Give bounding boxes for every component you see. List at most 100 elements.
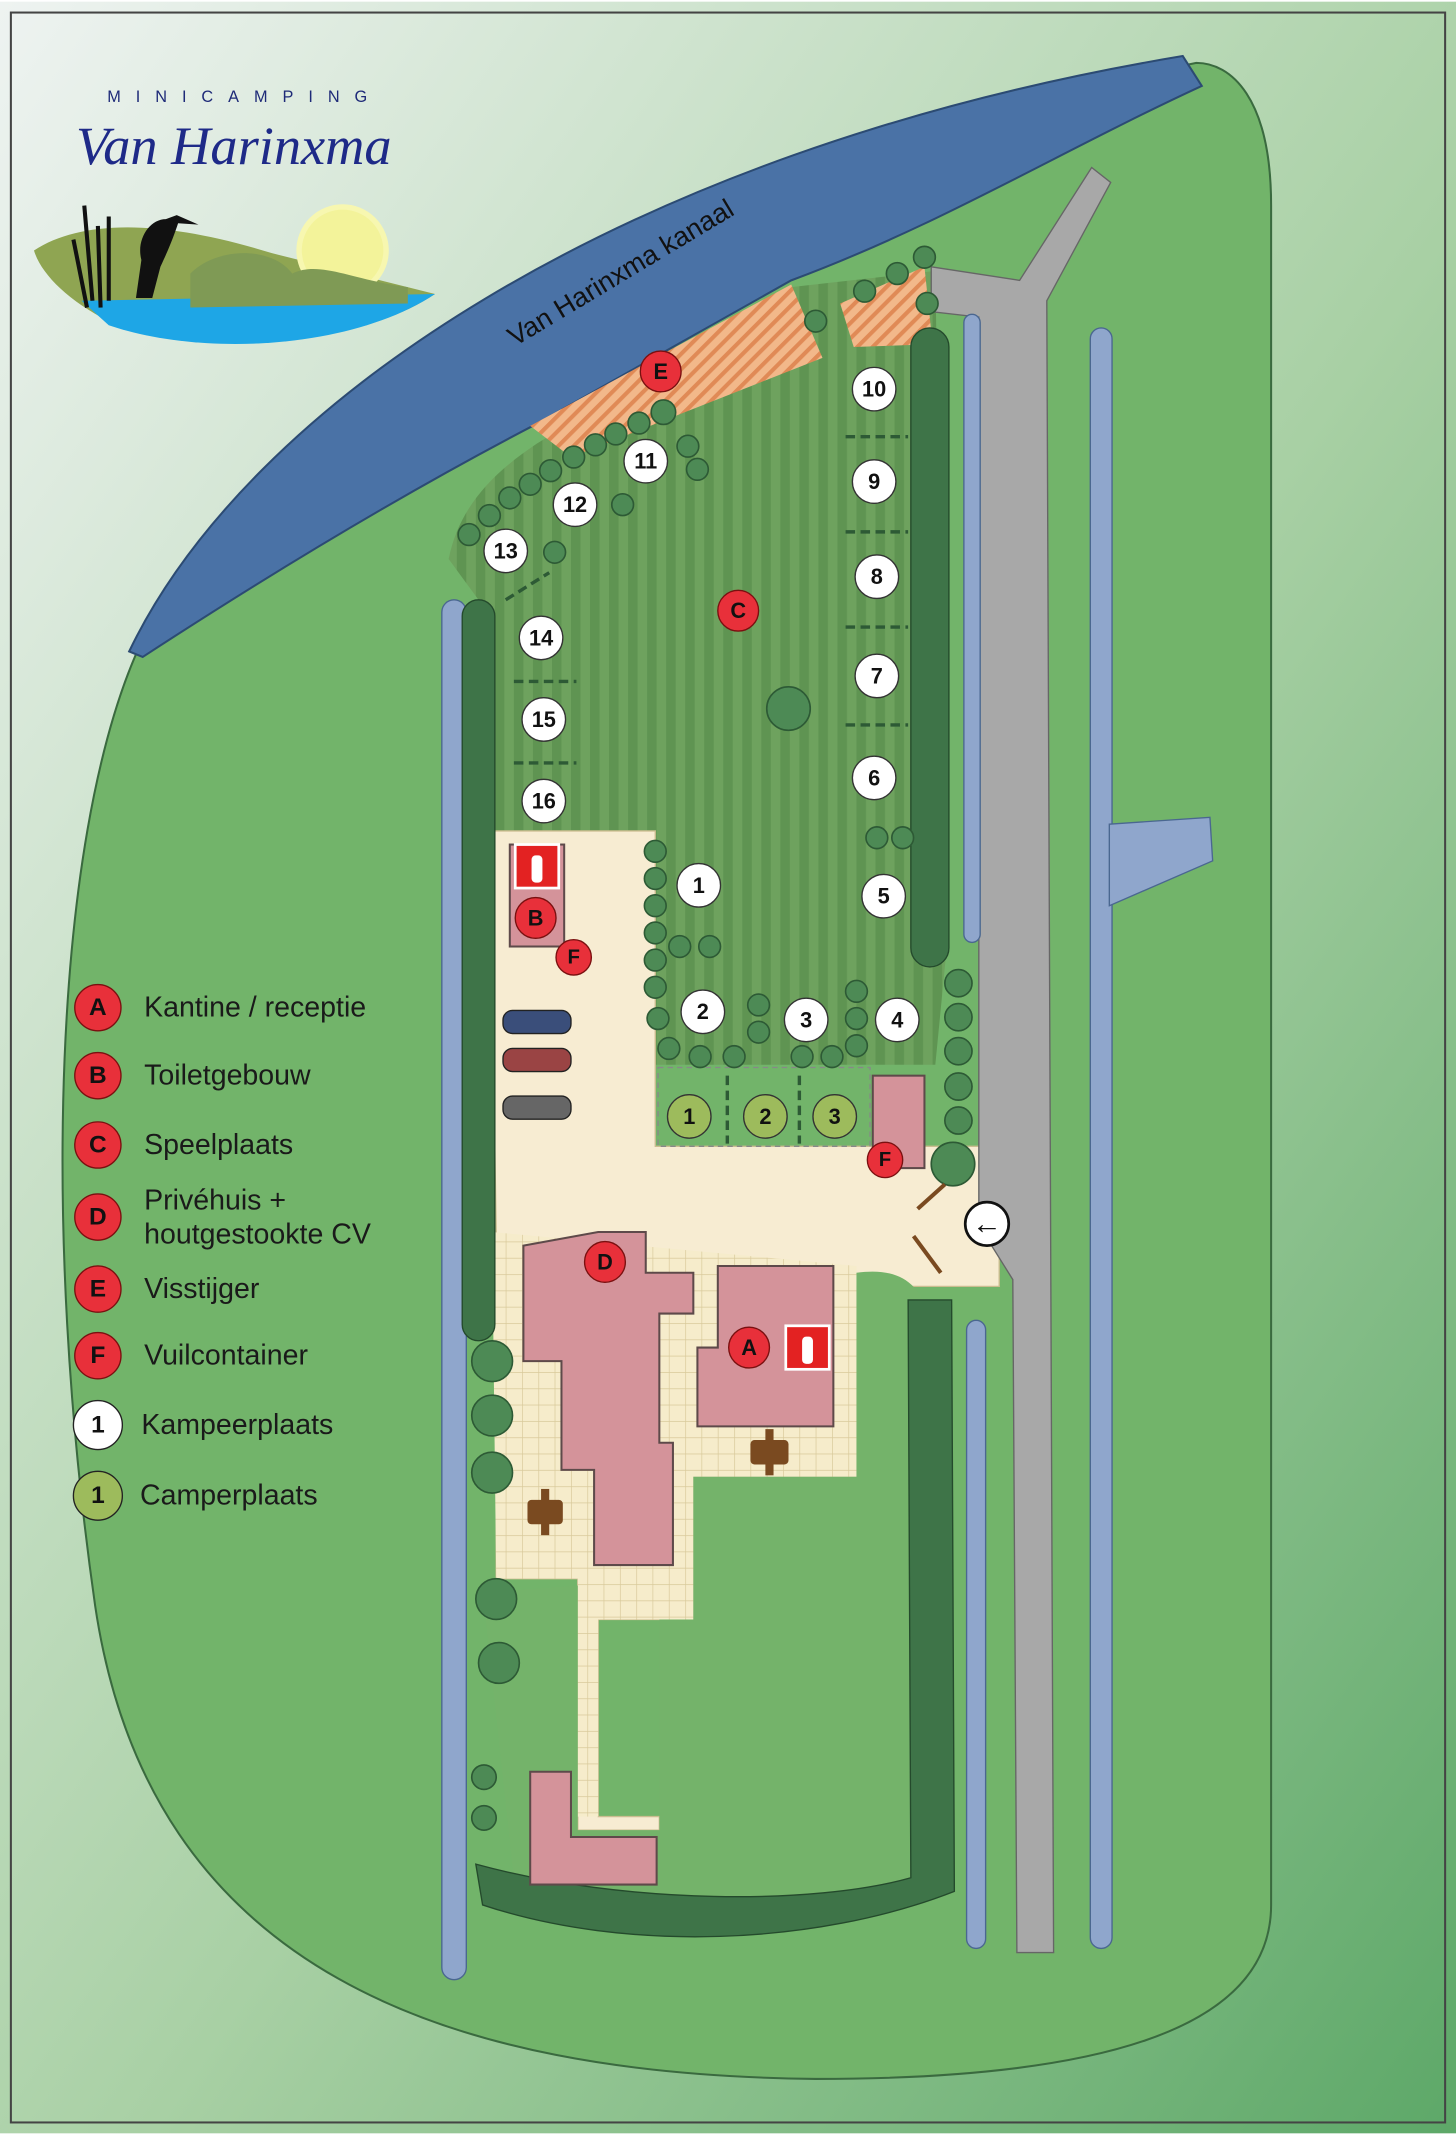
pitch-label: 10 — [862, 377, 886, 402]
camping-pitch[interactable]: 7 — [854, 653, 900, 699]
legend-key: B — [89, 1062, 107, 1089]
pitch-label: 11 — [634, 449, 657, 474]
camping-pitch[interactable]: 16 — [521, 778, 567, 824]
marker-label: A — [741, 1335, 757, 1360]
legend-item-c: C Speelplaats — [74, 1121, 293, 1169]
pitch-label: 3 — [800, 1007, 812, 1032]
legend-item-d: D Privéhuis +houtgestookte CV — [74, 1185, 371, 1251]
legend-label: Vuilcontainer — [144, 1340, 308, 1372]
canal — [127, 54, 1204, 659]
camper-pitch[interactable]: 2 — [742, 1094, 788, 1139]
marker-label: E — [653, 359, 668, 384]
marker-f[interactable]: F — [555, 939, 593, 976]
camping-pitch[interactable]: 1 — [676, 862, 722, 908]
fire-extinguisher-icon — [784, 1324, 831, 1371]
legend-key: D — [89, 1204, 107, 1231]
legend-label: houtgestookte CV — [144, 1219, 371, 1251]
picnic-table-icon — [527, 1488, 563, 1536]
pitch-label: 14 — [529, 625, 553, 650]
marker-d[interactable]: D — [583, 1240, 627, 1283]
pitch-separators — [504, 435, 909, 1144]
camping-pitch[interactable]: 4 — [874, 997, 920, 1043]
camper-pitch[interactable]: 1 — [666, 1094, 712, 1139]
picnic-table-icon — [750, 1429, 789, 1476]
pitch-label: 13 — [494, 538, 518, 563]
parked-cars — [502, 1009, 572, 1120]
hedge — [461, 599, 496, 1342]
pitch-label: 4 — [891, 1007, 903, 1032]
legend-label: Visstijger — [144, 1273, 260, 1305]
marker-c[interactable]: C — [717, 589, 760, 632]
logo-water — [81, 293, 436, 345]
ditch-branch — [1108, 816, 1214, 907]
pitch-label: 3 — [829, 1104, 841, 1129]
legend-key: F — [90, 1342, 105, 1369]
hatched-area — [840, 266, 933, 347]
camping-pitch[interactable]: 12 — [552, 482, 598, 528]
legend-label: Privéhuis + — [144, 1185, 286, 1217]
camping-pitch[interactable]: 8 — [854, 554, 900, 600]
logo-reeds — [71, 205, 111, 308]
marker-f[interactable]: F — [866, 1141, 904, 1179]
legend-key: 1 — [91, 1482, 105, 1509]
legend-key: C — [89, 1131, 107, 1158]
entrance-arrow: ← — [963, 1200, 1011, 1247]
arrow-left-icon: ← — [972, 1207, 1002, 1240]
fire-extinguisher-icon — [513, 843, 561, 890]
camping-pitch[interactable]: 9 — [851, 459, 897, 504]
camping-pitch[interactable]: 5 — [861, 873, 907, 919]
legend-item-f: F Vuilcontainer — [74, 1331, 308, 1380]
marker-label: C — [730, 598, 746, 623]
marker-label: F — [879, 1149, 891, 1171]
camping-pitch[interactable]: 10 — [851, 366, 897, 412]
legend-key: 1 — [91, 1412, 105, 1439]
logo: MINICAMPING Van Harinxma — [33, 88, 436, 345]
entrance-gate — [911, 1182, 947, 1274]
pitch-label: 1 — [693, 873, 705, 898]
legend-item-e: E Visstijger — [74, 1265, 260, 1313]
ditch — [1089, 327, 1113, 1950]
marker-a[interactable]: A — [728, 1326, 771, 1369]
ditch — [963, 313, 981, 944]
camping-pitch[interactable]: 6 — [851, 755, 897, 801]
pitch-label: 15 — [532, 707, 556, 732]
legend-item-kampeerplaats: 1 Kampeerplaats — [72, 1399, 333, 1451]
camping-pitch[interactable]: 13 — [483, 528, 529, 574]
logo-subtitle: MINICAMPING — [107, 88, 382, 106]
car — [502, 1095, 572, 1120]
legend-key: A — [89, 994, 107, 1021]
pitch-label: 1 — [683, 1104, 695, 1129]
camping-field — [448, 270, 947, 1065]
camping-pitch[interactable]: 3 — [783, 997, 829, 1043]
trees — [457, 245, 976, 1831]
frame — [9, 11, 1447, 2124]
camping-pitch[interactable]: 15 — [521, 697, 567, 742]
hedge — [910, 327, 950, 968]
hedge — [474, 1299, 956, 1938]
logo-bushes — [190, 253, 408, 308]
pitch-label: 7 — [871, 663, 883, 688]
marker-e[interactable]: E — [639, 350, 682, 393]
pitch-label: 2 — [759, 1104, 771, 1129]
camping-pitch[interactable]: 11 — [623, 438, 669, 484]
pitch-label: 16 — [532, 789, 556, 814]
camping-pitch[interactable]: 14 — [518, 615, 564, 661]
legend-key: E — [90, 1276, 106, 1303]
marker-b[interactable]: B — [514, 896, 557, 940]
garden-lawn — [482, 1271, 939, 1927]
legend-label: Camperplaats — [140, 1480, 318, 1512]
logo-heron — [135, 215, 199, 299]
pitch-label: 2 — [697, 999, 709, 1024]
marker-label: B — [528, 905, 544, 930]
legend-label: Speelplaats — [144, 1129, 293, 1161]
car — [502, 1047, 572, 1073]
camping-pitch[interactable]: 2 — [680, 989, 726, 1035]
camper-pitch[interactable]: 3 — [812, 1094, 858, 1139]
car — [502, 1009, 572, 1035]
legend-label: Kampeerplaats — [141, 1409, 333, 1441]
logo-title: Van Harinxma — [76, 116, 392, 176]
